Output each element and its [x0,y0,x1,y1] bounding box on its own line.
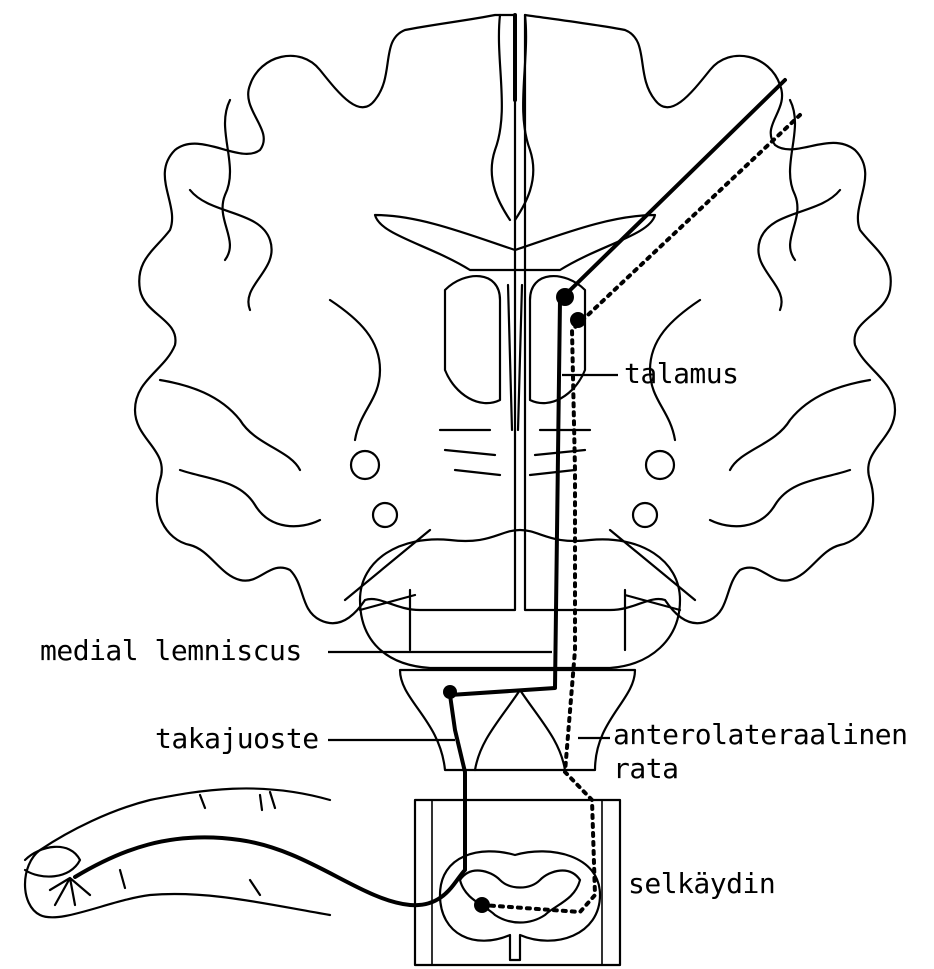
basal-ganglia-left [445,276,500,403]
label-medial-lemniscus: medial lemniscus [40,636,302,666]
spinal-cord-section [415,800,620,965]
label-anterolateral-line1: anterolateraalinen [613,720,907,750]
nucleus-right-2 [633,503,657,527]
sulcus-left-5 [330,300,380,440]
sulcus-right-4 [710,470,850,526]
label-spinal-cord: selkäydin [628,869,775,899]
brain-outline [135,15,515,623]
sulcus-right-2 [758,190,840,310]
sulcus-left-4 [180,470,320,526]
nucleus-left-2 [373,503,397,527]
sulcus-left-2 [190,190,272,310]
medulla [400,670,635,770]
nucleus-right-1 [646,451,674,479]
sulcus-right-3 [730,380,870,470]
nucleus-left-1 [351,451,379,479]
finger-nerve-endings [50,878,90,905]
spinal-cord-grey-matter [460,871,580,923]
dorsal-column-path [75,80,785,905]
pons [360,530,680,668]
sulcus-left-1 [223,100,230,260]
cerebellar-peduncle-left [345,530,430,600]
thalamus-nucleus-dot-2 [570,312,586,328]
dorsal-column-pathway [75,15,785,913]
spinal-cord-box [415,800,620,965]
label-thalamus: talamus [624,359,739,389]
label-anterolateral-line2: rata [613,754,678,784]
finger-nail [25,847,80,877]
anterolateral-pathway [482,115,800,912]
label-dorsal-column: takajuoste [155,724,319,754]
medulla-nucleus-dot [443,685,457,699]
medulla-fissure [475,690,565,770]
sulcus-left-3 [160,380,300,470]
cerebellar-peduncle-right [610,530,695,600]
anterolateral-path [482,115,800,912]
pons-internal [360,590,680,650]
longitudinal-fissure [492,15,510,220]
thalamus-nucleus-dot [556,288,574,306]
